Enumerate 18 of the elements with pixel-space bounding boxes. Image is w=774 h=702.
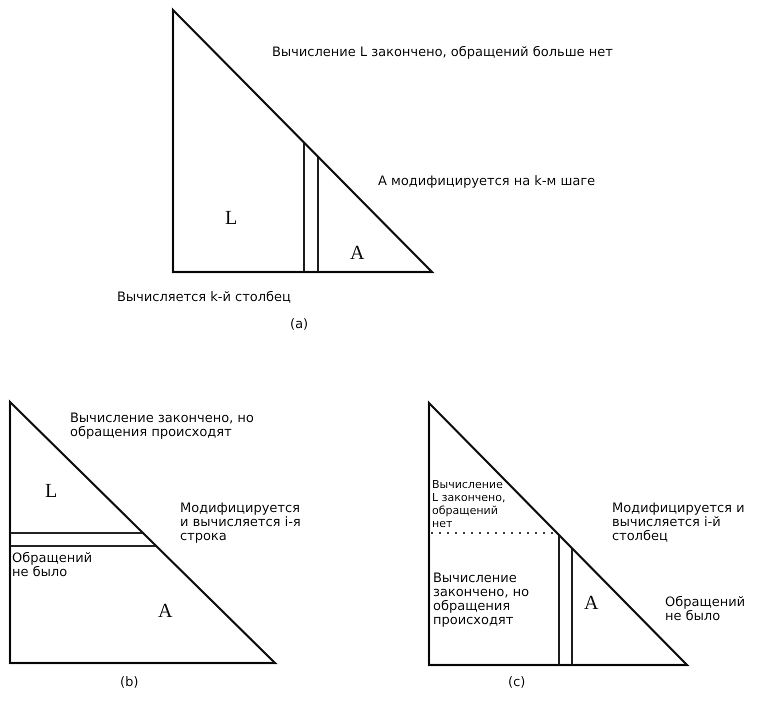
region-label: A [584, 592, 598, 614]
annotation: Вычисление L закончено, обращений нет [432, 478, 506, 530]
annotation: Вычисляется k-й столбец [117, 291, 291, 305]
annotation: Вычисление закончено, но обращения происходят [433, 572, 530, 628]
annotation: Модифицируется и вычисляется i-й столбец [612, 502, 746, 544]
region-label: A [350, 242, 364, 264]
region-label: L [45, 480, 58, 502]
annotation: Модифицируется и вычисляется i-я строка [180, 502, 302, 544]
annotation: A модифицируется на k-м шаге [378, 175, 596, 189]
panel-caption: (b) [120, 676, 138, 690]
annotation: Обращений не было [12, 552, 94, 580]
panel-caption: (a) [290, 318, 308, 332]
region-label: L [225, 207, 238, 229]
panel-caption: (c) [508, 676, 526, 690]
annotation: Вычисление L закончено, обращений больше нет [272, 46, 613, 60]
annotation: Вычисление закончено, но обращения происходят [70, 412, 255, 440]
region-label: A [158, 600, 172, 622]
annotation: Обращений не было [665, 596, 746, 624]
